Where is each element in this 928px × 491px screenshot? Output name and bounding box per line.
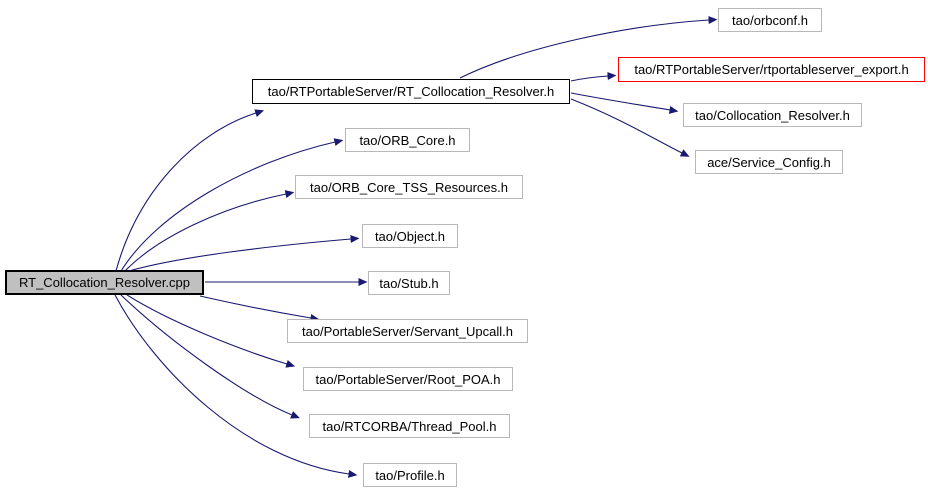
- graph-node-orb-core-h: tao/ORB_Core.h: [345, 128, 470, 152]
- graph-node-service-config-h: ace/Service_Config.h: [695, 150, 843, 174]
- edge-root-to-profile: [114, 294, 358, 478]
- edge-root-to-object: [128, 235, 360, 272]
- graph-node-rt-collocation-resolver-cpp: RT_Collocation_Resolver.cpp: [5, 270, 204, 295]
- edge-root-to-orbtss: [124, 190, 295, 272]
- edge-root-to-orbcore: [120, 138, 344, 272]
- graph-node-rtportableserver-export-h[interactable]: tao/RTPortableServer/rtportableserver_ex…: [618, 57, 925, 82]
- graph-node-rt-collocation-resolver-h[interactable]: tao/RTPortableServer/RT_Collocation_Reso…: [252, 79, 570, 104]
- graph-node-stub-h: tao/Stub.h: [368, 271, 450, 295]
- graph-node-thread-pool-h: tao/RTCORBA/Thread_Pool.h: [309, 414, 510, 438]
- edge-root-to-threadpool: [120, 294, 300, 419]
- edge-hdr-to-export: [570, 72, 617, 82]
- graph-node-collocation-resolver-h: tao/Collocation_Resolver.h: [683, 103, 862, 127]
- edge-hdr-to-service: [570, 98, 690, 157]
- edge-root-to-servant: [199, 295, 320, 322]
- edge-hdr-to-orbconf: [459, 16, 718, 79]
- graph-node-object-h: tao/Object.h: [362, 224, 458, 248]
- edge-hdr-to-colloc: [570, 92, 679, 114]
- graph-node-orbconf-h: tao/orbconf.h: [718, 8, 822, 32]
- graph-node-root-poa-h: tao/PortableServer/Root_POA.h: [303, 367, 513, 391]
- graph-node-servant-upcall-h: tao/PortableServer/Servant_Upcall.h: [287, 319, 528, 343]
- edge-root-to-rootpoa: [126, 294, 296, 368]
- graph-node-profile-h: tao/Profile.h: [363, 463, 457, 487]
- edge-root-to-hdr: [115, 109, 265, 272]
- graph-node-orb-core-tss-resources-h: tao/ORB_Core_TSS_Resources.h: [295, 175, 523, 199]
